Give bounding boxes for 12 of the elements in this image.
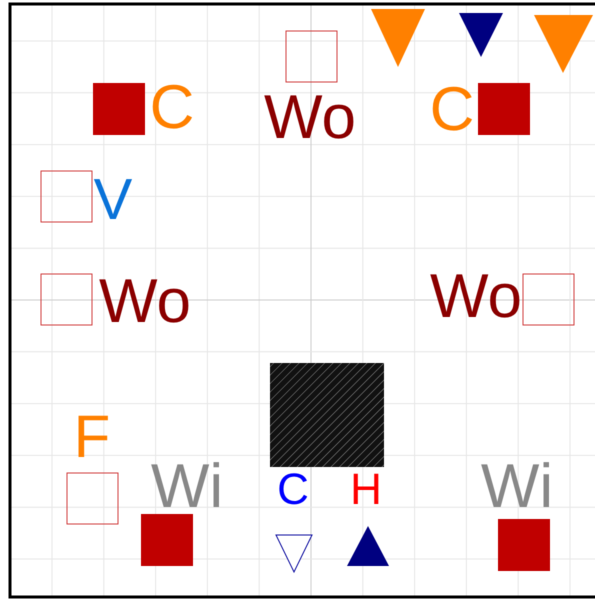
marker-label: V xyxy=(94,171,132,229)
marker-label: Wo xyxy=(430,266,522,328)
hatched-block xyxy=(270,363,384,467)
marker-label: C xyxy=(430,79,474,141)
marker-label: H xyxy=(350,468,382,512)
marker-label: Wo xyxy=(264,87,356,149)
marker-label: C xyxy=(150,77,194,139)
marker-label: F xyxy=(74,407,110,467)
marker-label: C xyxy=(277,468,309,512)
marker-label: Wi xyxy=(480,456,554,518)
marker-label: Wi xyxy=(150,456,224,518)
marker-label: Wo xyxy=(99,271,191,333)
